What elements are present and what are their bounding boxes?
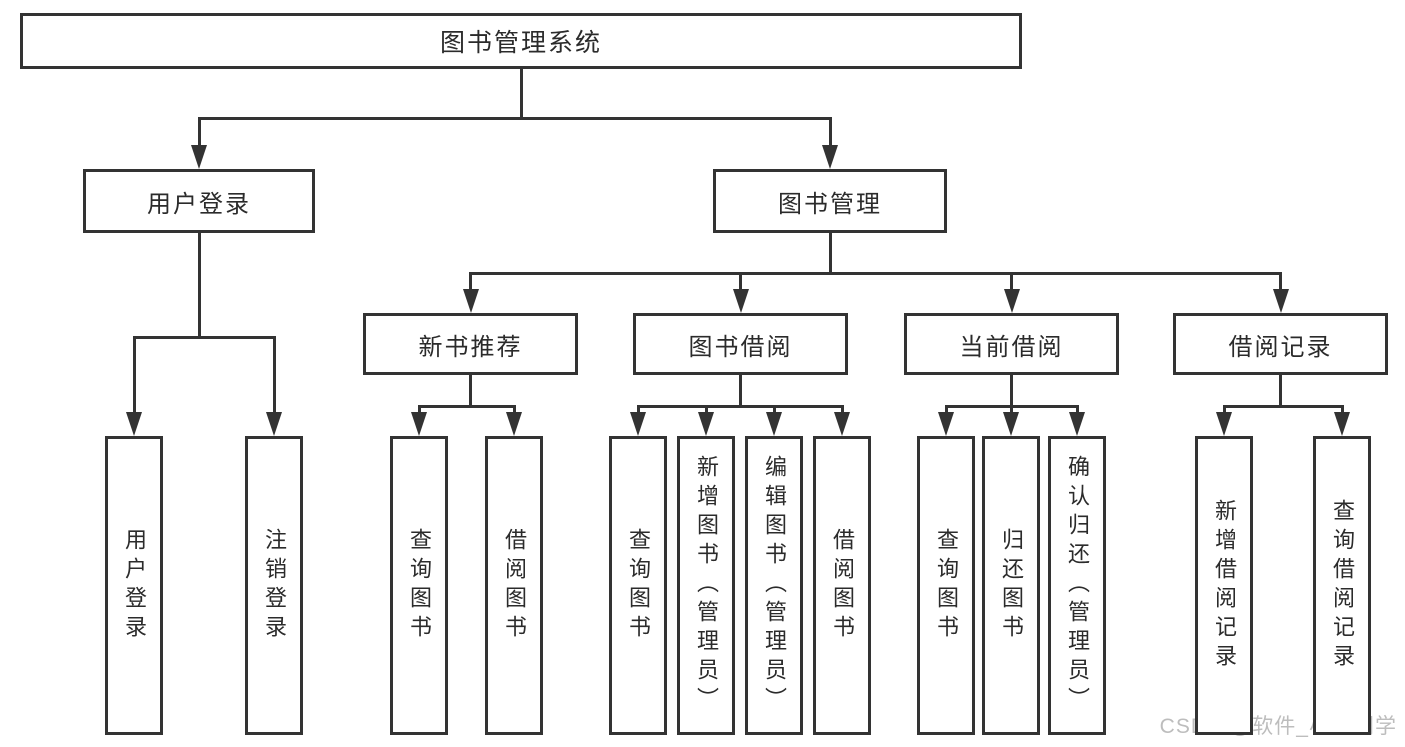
arrow-down-icon bbox=[698, 412, 714, 436]
connector-line bbox=[636, 405, 640, 412]
arrow-down-icon bbox=[766, 412, 782, 436]
arrow-down-icon bbox=[411, 412, 427, 436]
connector-line bbox=[1010, 272, 1013, 289]
arrow-down-icon bbox=[1334, 412, 1350, 436]
node-label-current-borrowing: 当前借阅 bbox=[959, 333, 1064, 361]
node-new-book-recommend: 新书推荐 bbox=[363, 313, 578, 375]
connector-line bbox=[828, 117, 832, 145]
arrow-down-icon bbox=[462, 289, 479, 313]
connector-line bbox=[840, 405, 844, 412]
node-leaf-edit-books: 编辑图书（管理员） bbox=[745, 436, 803, 735]
connector-line bbox=[739, 272, 742, 289]
connector-line bbox=[417, 405, 516, 408]
arrow-down-icon bbox=[834, 412, 850, 436]
node-label-leaf-add-books: 新增图书（管理员） bbox=[694, 455, 719, 716]
node-label-book-borrowing: 图书借阅 bbox=[688, 333, 793, 361]
node-root: 图书管理系统 bbox=[20, 13, 1022, 69]
node-leaf-query-books-rec: 查询图书 bbox=[390, 436, 448, 735]
node-leaf-borrow-books: 借阅图书 bbox=[813, 436, 871, 735]
connector-line bbox=[1279, 375, 1282, 408]
connector-line bbox=[704, 405, 708, 412]
node-book-borrowing: 图书借阅 bbox=[633, 313, 848, 375]
connector-line bbox=[1340, 405, 1344, 412]
node-leaf-user-login: 用户登录 bbox=[105, 436, 163, 735]
node-label-leaf-borrow-books: 借阅图书 bbox=[830, 527, 855, 644]
arrow-down-icon bbox=[1272, 289, 1289, 313]
connector-line bbox=[944, 405, 948, 412]
node-current-borrowing: 当前借阅 bbox=[904, 313, 1119, 375]
arrow-down-icon bbox=[266, 412, 282, 436]
node-label-leaf-query-books-cur: 查询图书 bbox=[934, 527, 959, 644]
arrow-down-icon bbox=[630, 412, 646, 436]
arrow-down-icon bbox=[191, 145, 207, 169]
node-label-book-management: 图书管理 bbox=[778, 190, 882, 218]
node-label-leaf-user-login: 用户登录 bbox=[122, 527, 147, 644]
connector-line bbox=[1009, 405, 1013, 412]
arrow-down-icon bbox=[822, 145, 838, 169]
connector-line bbox=[636, 405, 844, 408]
node-borrowing-records: 借阅记录 bbox=[1173, 313, 1388, 375]
connector-line bbox=[469, 272, 472, 289]
node-label-leaf-query-books-rec: 查询图书 bbox=[407, 527, 432, 644]
connector-line bbox=[1222, 405, 1344, 408]
node-leaf-logout: 注销登录 bbox=[245, 436, 303, 735]
node-label-leaf-add-borrow-record: 新增借阅记录 bbox=[1212, 498, 1237, 673]
connector-line bbox=[469, 272, 1282, 275]
arrow-down-icon bbox=[126, 412, 142, 436]
node-label-leaf-confirm-return: 确认归还（管理员） bbox=[1065, 455, 1090, 716]
connector-line bbox=[197, 117, 832, 120]
connector-line bbox=[272, 336, 276, 412]
connector-line bbox=[772, 405, 776, 412]
arrow-down-icon bbox=[1003, 289, 1020, 313]
node-leaf-confirm-return: 确认归还（管理员） bbox=[1048, 436, 1106, 735]
node-label-leaf-return-books: 归还图书 bbox=[999, 527, 1024, 644]
node-label-root: 图书管理系统 bbox=[439, 29, 602, 57]
node-leaf-borrow-books-rec: 借阅图书 bbox=[485, 436, 543, 735]
arrow-down-icon bbox=[1003, 412, 1019, 436]
arrow-down-icon bbox=[938, 412, 954, 436]
node-user-login: 用户登录 bbox=[83, 169, 315, 233]
connector-line bbox=[519, 69, 523, 120]
node-leaf-query-borrow-record: 查询借阅记录 bbox=[1313, 436, 1371, 735]
node-leaf-return-books: 归还图书 bbox=[982, 436, 1040, 735]
node-book-management: 图书管理 bbox=[713, 169, 947, 233]
node-leaf-query-books-borrow: 查询图书 bbox=[609, 436, 667, 735]
connector-line bbox=[1010, 375, 1013, 408]
connector-line bbox=[469, 375, 472, 408]
connector-line bbox=[132, 336, 136, 412]
node-label-borrowing-records: 借阅记录 bbox=[1228, 333, 1333, 361]
node-label-leaf-edit-books: 编辑图书（管理员） bbox=[762, 455, 787, 716]
arrow-down-icon bbox=[732, 289, 749, 313]
connector-line bbox=[417, 405, 421, 412]
node-label-leaf-query-borrow-record: 查询借阅记录 bbox=[1330, 498, 1355, 673]
connector-line bbox=[132, 336, 276, 339]
arrow-down-icon bbox=[1216, 412, 1232, 436]
connector-line bbox=[512, 405, 516, 412]
connector-line bbox=[197, 233, 201, 339]
arrow-down-icon bbox=[506, 412, 522, 436]
arrow-down-icon bbox=[1069, 412, 1085, 436]
connector-line bbox=[1075, 405, 1079, 412]
connector-line bbox=[1222, 405, 1226, 412]
connector-line bbox=[739, 375, 742, 408]
node-leaf-query-books-cur: 查询图书 bbox=[917, 436, 975, 735]
node-label-new-book-recommend: 新书推荐 bbox=[418, 333, 523, 361]
node-label-leaf-logout: 注销登录 bbox=[262, 527, 287, 644]
node-label-leaf-borrow-books-rec: 借阅图书 bbox=[502, 527, 527, 644]
node-leaf-add-books: 新增图书（管理员） bbox=[677, 436, 735, 735]
node-label-leaf-query-books-borrow: 查询图书 bbox=[626, 527, 651, 644]
connector-line bbox=[1279, 272, 1282, 289]
node-leaf-add-borrow-record: 新增借阅记录 bbox=[1195, 436, 1253, 735]
connector-line bbox=[828, 233, 832, 275]
connector-line bbox=[197, 117, 201, 145]
node-label-user-login: 用户登录 bbox=[147, 190, 251, 218]
